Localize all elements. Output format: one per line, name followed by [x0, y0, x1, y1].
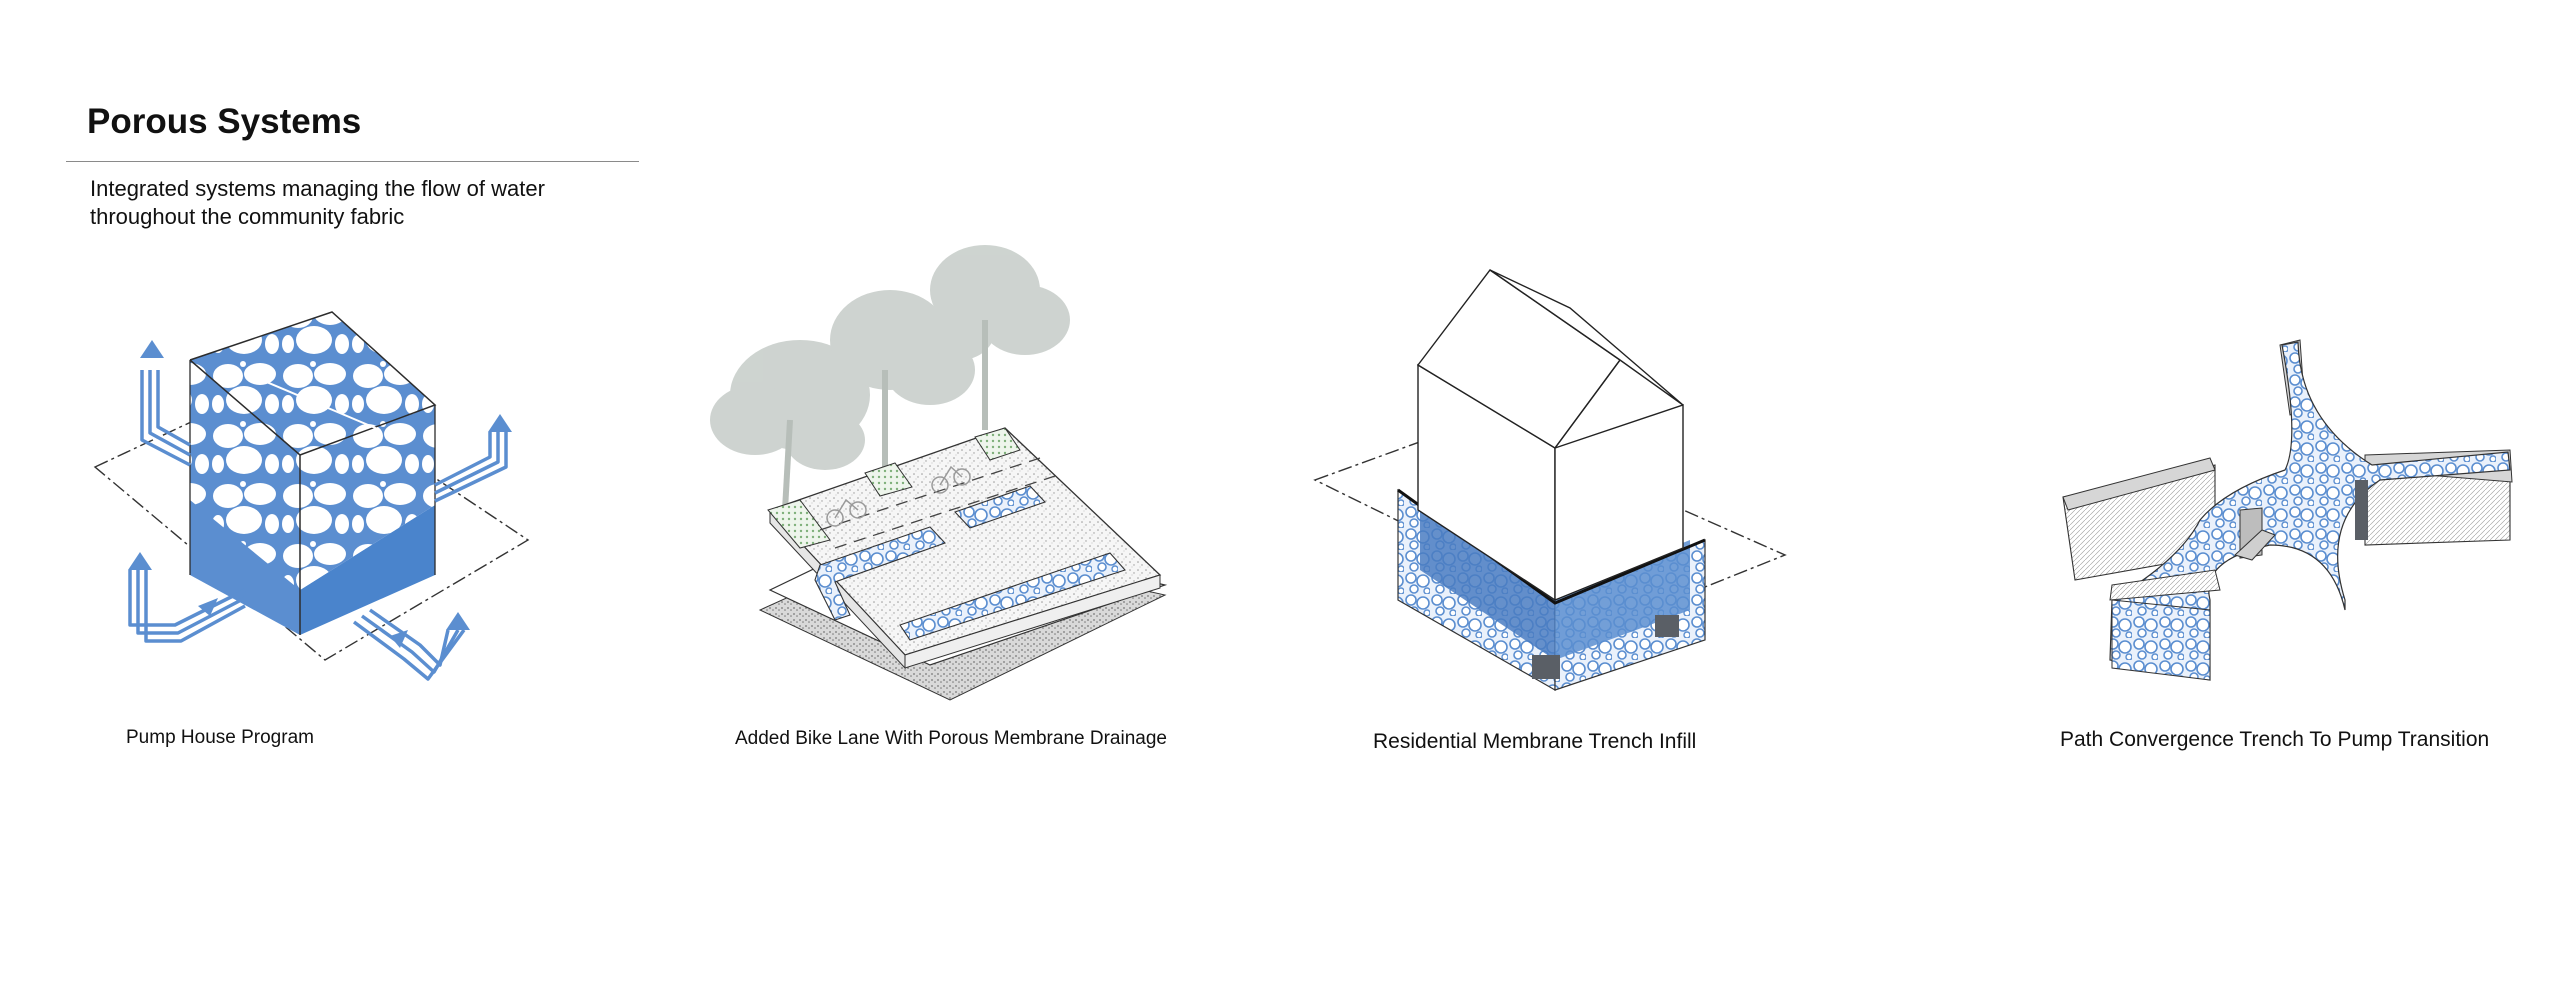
path-convergence-icon: [2062, 339, 2513, 681]
title-divider: [66, 161, 639, 162]
caption-residential-trench: Residential Membrane Trench Infill: [1373, 730, 1697, 753]
caption-pump-house: Pump House Program: [126, 727, 314, 748]
caption-bike-lane: Added Bike Lane With Porous Membrane Dra…: [735, 728, 1167, 749]
porous-cube-icon: [93, 311, 530, 681]
house-trench-icon: [1313, 269, 1787, 692]
bike-lane-icon: [710, 245, 1168, 701]
page-title: Porous Systems: [87, 102, 362, 141]
caption-path-convergence: Path Convergence Trench To Pump Transiti…: [2060, 728, 2490, 751]
page-subtitle: Integrated systems managing the flow of …: [90, 176, 545, 229]
